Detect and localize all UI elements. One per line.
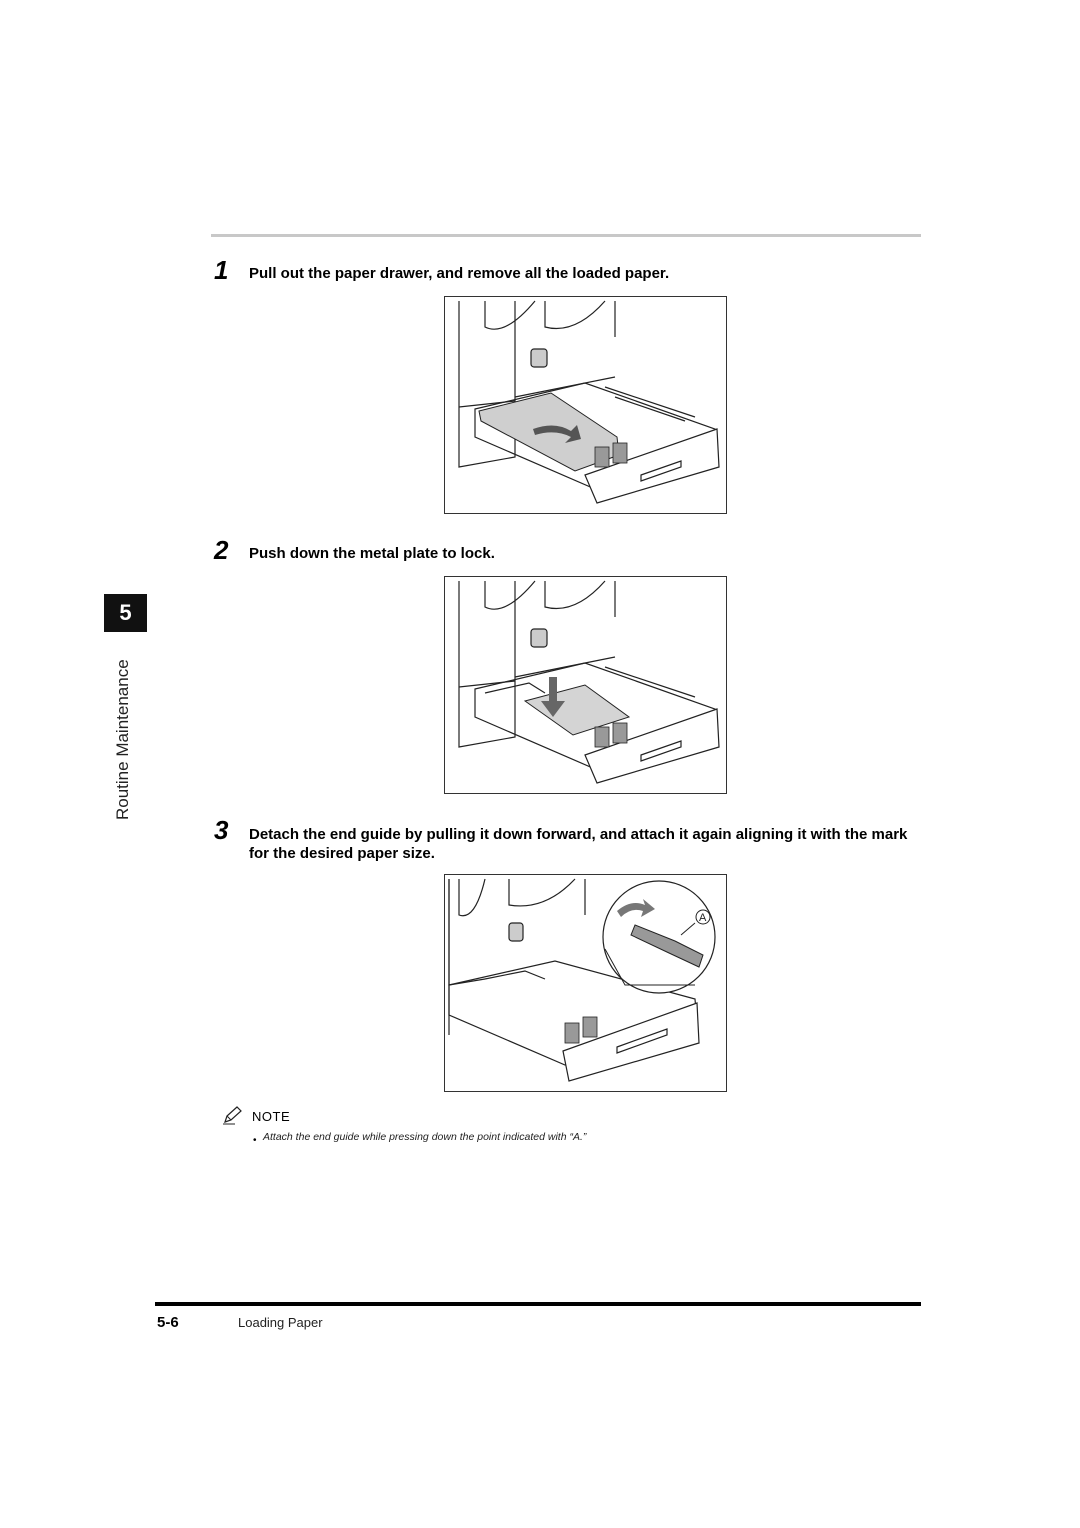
note-label: NOTE <box>252 1109 291 1124</box>
step-2-number: 2 <box>214 535 229 565</box>
footer-section-title: Loading Paper <box>238 1315 323 1330</box>
chapter-tab: 5 <box>104 594 147 632</box>
figure-pull-out-drawer <box>444 296 727 514</box>
step-1-number: 1 <box>214 255 229 285</box>
figure-push-metal-plate <box>444 576 727 794</box>
drawer-illustration-1 <box>458 300 720 504</box>
pencil-icon <box>222 1105 244 1125</box>
step-3-number: 3 <box>214 815 229 845</box>
top-rule <box>211 234 921 237</box>
step-1-text: Pull out the paper drawer, and remove al… <box>249 265 670 282</box>
page-number: 5-6 <box>157 1314 179 1331</box>
step-3-text: Detach the end guide by pulling it down … <box>249 826 908 862</box>
step-2-text: Push down the metal plate to lock. <box>249 545 495 562</box>
footer-rule <box>155 1302 921 1306</box>
callout-a-label: A <box>699 912 707 924</box>
note-bullet: • <box>253 1135 257 1146</box>
note-item: Attach the end guide while pressing down… <box>263 1131 587 1143</box>
drawer-illustration-2 <box>458 580 720 784</box>
figure-end-guide: A <box>444 874 727 1092</box>
chapter-title: Routine Maintenance <box>113 659 132 820</box>
drawer-illustration-3: A <box>448 878 716 1082</box>
